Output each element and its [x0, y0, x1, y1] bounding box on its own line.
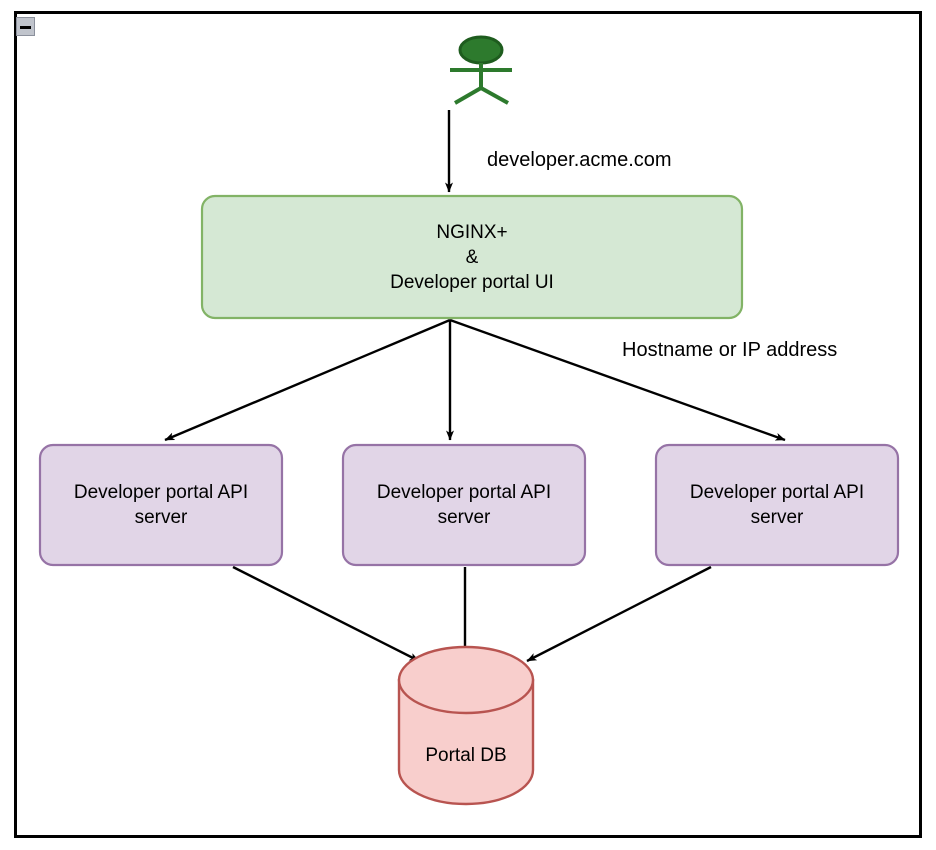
developer-portal-api-server-box-3[interactable] — [654, 443, 900, 567]
minus-icon — [20, 26, 31, 29]
actor-head-icon — [458, 35, 504, 65]
diagram-frame-border — [14, 11, 922, 838]
developer-portal-api-server-box-1[interactable] — [38, 443, 284, 567]
nginx-developer-portal-ui-box[interactable] — [200, 194, 744, 320]
portal-db-cylinder[interactable] — [397, 645, 535, 806]
edge-api3-to-db — [526, 565, 712, 663]
actor-left-leg-icon — [454, 86, 482, 105]
collapse-toggle-button[interactable] — [16, 17, 35, 36]
developer-portal-api-server-box-2[interactable] — [341, 443, 587, 567]
edge-label-domain: developer.acme.com — [487, 149, 672, 171]
edge-nginx-to-api3 — [449, 318, 786, 442]
edge-api1-to-db — [232, 565, 420, 663]
edge-label-hostname: Hostname or IP address — [622, 339, 838, 361]
actor-right-leg-icon — [480, 86, 509, 105]
db-top-ellipse — [397, 645, 535, 715]
user-actor[interactable] — [450, 35, 512, 105]
edge-nginx-to-api1 — [164, 318, 451, 442]
db-body — [397, 678, 535, 806]
